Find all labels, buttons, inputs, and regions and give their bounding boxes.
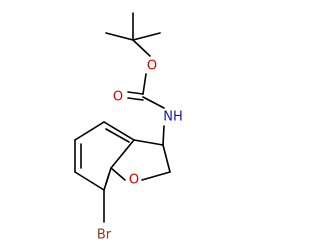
bond-c2-to-ring-oxygen [141, 171, 171, 181]
bond-c6-to-c7 [74, 171, 105, 191]
bond-aromatic-inner-1 [105, 128, 130, 143]
bond-ring-oxygen-to-c7a [110, 167, 126, 181]
bromine-label: Br [97, 228, 112, 243]
bond-c3a-to-c7a [110, 139, 135, 169]
bond-n-to-c3 [162, 125, 165, 146]
chemical-structure: O O NH O Br [74, 12, 183, 243]
bond-c4-to-c5 [74, 121, 105, 141]
ring-oxygen-label: O [129, 173, 139, 188]
bond-aromatic-inner-3 [105, 173, 110, 185]
bond-c3-to-c3a [133, 139, 164, 146]
carbamate-group [127, 73, 165, 109]
bond-oxygen-to-carbonyl [142, 73, 147, 95]
tert-butyl-group [105, 12, 161, 57]
bond-carbonyl-double-1 [127, 91, 144, 95]
dihydrobenzofuran-ring [74, 121, 171, 191]
bond-carbonyl-to-n [142, 96, 165, 109]
bond-tbu-to-oxygen [132, 39, 151, 57]
carbonyl-oxygen-label: O [113, 90, 123, 105]
nitrogen-label: NH [163, 110, 183, 125]
bond-tbu-methyl-left [105, 32, 134, 41]
bond-tbu-methyl-right [132, 32, 161, 41]
bond-carbonyl-double-2 [127, 97, 144, 101]
ester-oxygen-label: O [147, 59, 157, 74]
bond-c3-to-c2 [162, 144, 171, 173]
bond-c3a-to-c4 [103, 121, 135, 141]
